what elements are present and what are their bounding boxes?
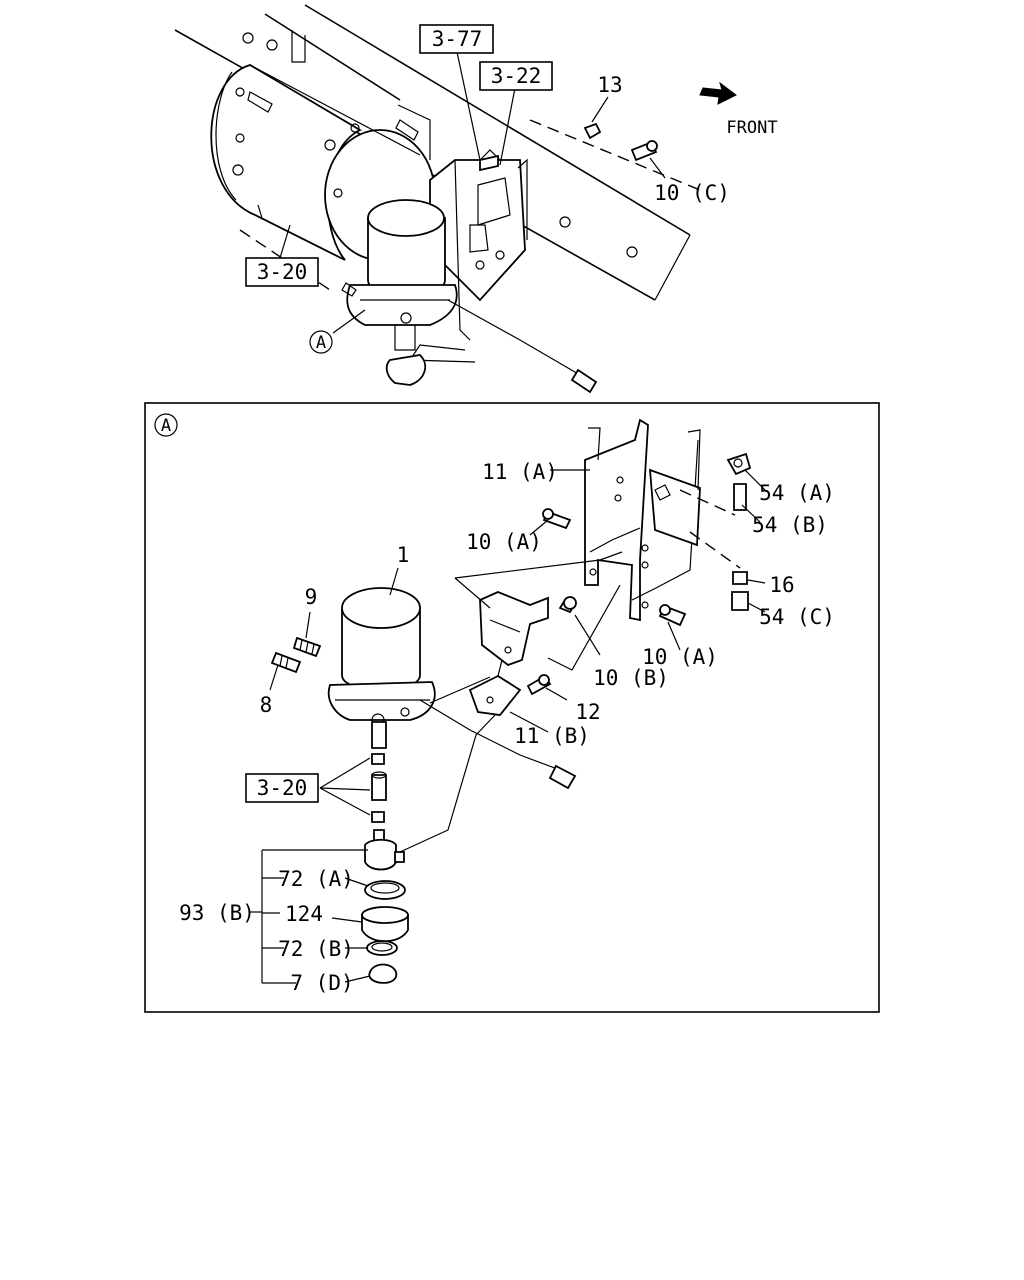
label-1: 1 [397,543,410,567]
fitting-9 [292,636,322,658]
fitting-54a [726,452,752,476]
label-7d: 7 (D) [290,971,353,995]
detail-view-a-frame [144,402,880,1013]
callout-a-detail: A [154,413,178,437]
label-124: 124 [285,902,323,926]
ref-3-20-detail-text: 3-20 [257,776,308,800]
label-54a: 54 (A) [759,481,835,505]
callout-a-overview[interactable]: A [309,330,333,354]
snap-ring-7d [368,963,397,984]
ref-3-77[interactable]: 3-77 [419,24,494,54]
nut-16 [732,571,748,585]
front-arrow-icon [699,81,737,105]
air-dryer-1 [327,587,577,790]
bracket-overview [408,149,528,363]
fitting-54b [733,483,747,511]
coupler-stack [371,753,387,823]
label-72b: 72 (B) [278,937,354,961]
bracket-11a [584,418,701,622]
label-72a: 72 (A) [278,867,354,891]
leaders-detail [250,469,766,984]
ring-72b [366,940,398,956]
label-11a: 11 (A) [482,460,558,484]
front-label: FRONT [726,118,777,138]
label-10c: 10 (C) [654,181,730,205]
lower-fitting [364,714,496,871]
label-13: 13 [597,73,622,97]
label-10b: 10 (B) [593,666,669,690]
label-54b: 54 (B) [752,513,828,537]
bracket-11b [468,591,549,716]
ref-3-20-overview[interactable]: 3-20 [245,257,319,287]
label-12: 12 [575,700,600,724]
label-54c: 54 (C) [759,605,835,629]
label-93b: 93 (B) [179,901,255,925]
callout-a-overview-text: A [316,333,326,353]
ref-3-22-text: 3-22 [491,64,542,88]
ref-3-20-overview-text: 3-20 [257,260,308,284]
overview-illustration [174,4,737,394]
fitting-54c [731,591,749,611]
label-9: 9 [305,585,318,609]
label-11b: 11 (B) [514,724,590,748]
ref-3-22[interactable]: 3-22 [479,61,553,91]
bolts-detail [526,508,687,696]
label-8: 8 [260,693,273,717]
label-10a-upper: 10 (A) [466,530,542,554]
air-dryer-overview [341,199,598,394]
label-16: 16 [769,573,794,597]
nut-13 [583,122,602,140]
sleeve-124 [361,906,409,943]
ref-3-77-text: 3-77 [432,27,483,51]
ref-3-20-detail[interactable]: 3-20 [245,773,319,803]
ring-72a [364,880,406,900]
callout-a-detail-text: A [161,416,171,436]
label-10a-lower: 10 (A) [642,645,718,669]
fitting-8 [270,651,302,674]
